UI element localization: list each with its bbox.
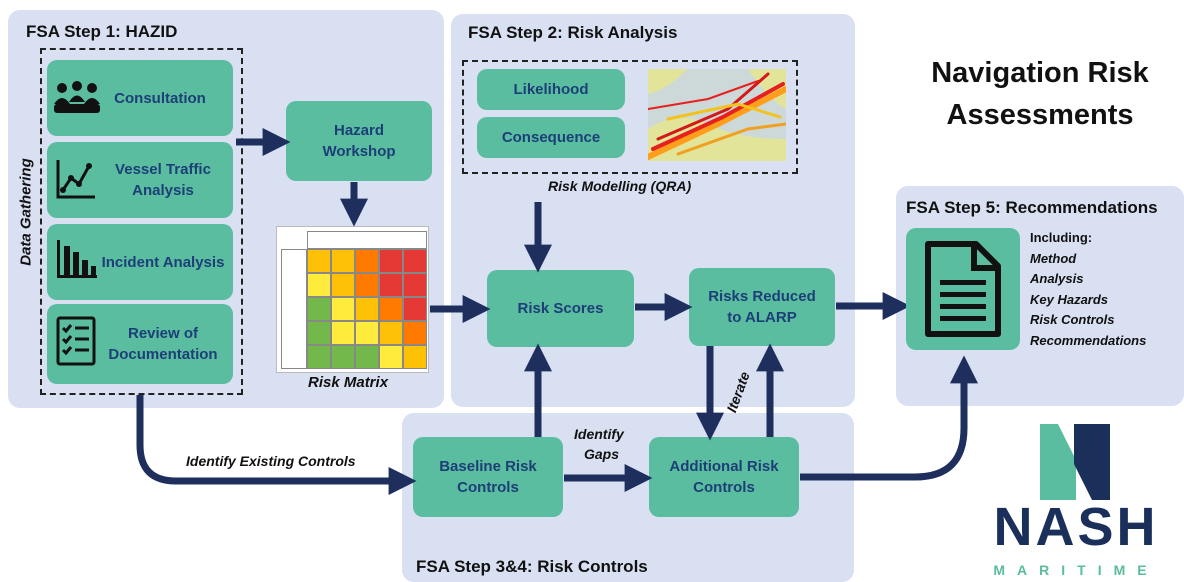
risk-matrix-cell [307, 297, 331, 321]
step2-title: FSA Step 2: Risk Analysis [468, 23, 678, 42]
risk-matrix-cell [403, 345, 427, 369]
risk-matrix-cell [331, 321, 355, 345]
title-line-2: Assessments [946, 99, 1134, 132]
risk-scores-box: Risk Scores [487, 270, 634, 347]
nash-logo-mark [1040, 424, 1110, 500]
identify-gaps-label-2: Gaps [584, 446, 620, 462]
traffic-density-map [648, 69, 786, 161]
risk-matrix-cell [355, 297, 379, 321]
risk-matrix-cell [403, 321, 427, 345]
risk-matrix-cell [355, 273, 379, 297]
identify-gaps-label-1: Identify [574, 426, 624, 442]
rec-item: Risk Controls [1030, 312, 1115, 327]
risk-modelling-label: Risk Modelling (QRA) [548, 178, 692, 194]
rec-item: Method [1030, 250, 1077, 266]
risk-matrix-label: Risk Matrix [308, 374, 389, 391]
risk-matrix-cell [379, 249, 403, 273]
data-gathering-group [40, 48, 243, 395]
bar-chart-icon [57, 240, 97, 278]
risk-matrix-cell [403, 273, 427, 297]
risk-matrix-cell [307, 249, 331, 273]
risk-matrix-cell [331, 249, 355, 273]
rec-heading: Including: [1030, 230, 1093, 245]
checklist-icon [56, 316, 96, 366]
risk-matrix-cell [355, 345, 379, 369]
risk-matrix-cell [403, 297, 427, 321]
rec-item: Recommendations [1030, 332, 1147, 348]
risk-matrix-cell [355, 249, 379, 273]
arrow-gathering-to-baseline [136, 395, 417, 495]
risk-matrix-cell [307, 321, 331, 345]
step34-title: FSA Step 3&4: Risk Controls [416, 557, 648, 576]
identify-existing-label: Identify Existing Controls [186, 453, 356, 469]
risk-matrix-cell [331, 297, 355, 321]
recommendations-list: Including: Method Analysis Key Hazards R… [1030, 228, 1146, 351]
main-title: Navigation Risk Assessments [902, 52, 1178, 136]
line-chart-icon [56, 160, 95, 199]
vessel-traffic-label: Vessel Traffic Analysis [115, 161, 211, 199]
risk-matrix-cell [379, 321, 403, 345]
document-icon [925, 241, 1001, 337]
risk-matrix-cell [403, 249, 427, 273]
risk-matrix-cell [331, 345, 355, 369]
review-documentation-label: Review of Documentation [108, 325, 218, 363]
people-group-icon [54, 81, 100, 113]
additional-controls-box: Additional Risk Controls [649, 437, 799, 517]
risk-matrix-grid [276, 226, 429, 373]
risk-matrix-cell [379, 345, 403, 369]
rec-item: Analysis [1030, 271, 1084, 286]
risk-matrix-cell [307, 273, 331, 297]
risk-matrix-cell [307, 345, 331, 369]
risk-matrix-cell [331, 273, 355, 297]
consequence-box: Consequence [477, 117, 625, 158]
risk-matrix-header [307, 231, 427, 249]
incident-analysis-label: Incident Analysis [101, 253, 225, 271]
risk-matrix-cell [355, 321, 379, 345]
step1-title: FSA Step 1: HAZID [26, 22, 178, 41]
likelihood-box: Likelihood [477, 69, 625, 110]
vessel-traffic-box: Vessel Traffic Analysis [47, 142, 233, 218]
consultation-label: Consultation [114, 89, 206, 107]
risks-reduced-box: Risks Reduced to ALARP [689, 268, 835, 346]
logo-subtitle: MARITIME [993, 562, 1159, 578]
baseline-controls-box: Baseline Risk Controls [413, 437, 563, 517]
risk-matrix-side [281, 249, 307, 369]
arrow-additional-to-recommendations [800, 355, 978, 481]
hazard-workshop-box: Hazard Workshop [286, 101, 432, 181]
risk-matrix-cell [379, 297, 403, 321]
document-box [906, 228, 1020, 350]
rec-item: Key Hazards [1030, 291, 1109, 307]
logo-wordmark: NASH [993, 497, 1159, 557]
step5-title: FSA Step 5: Recommendations [906, 198, 1158, 217]
title-line-1: Navigation Risk [931, 57, 1149, 89]
risk-model-group [462, 60, 798, 174]
risk-matrix-cell [379, 273, 403, 297]
